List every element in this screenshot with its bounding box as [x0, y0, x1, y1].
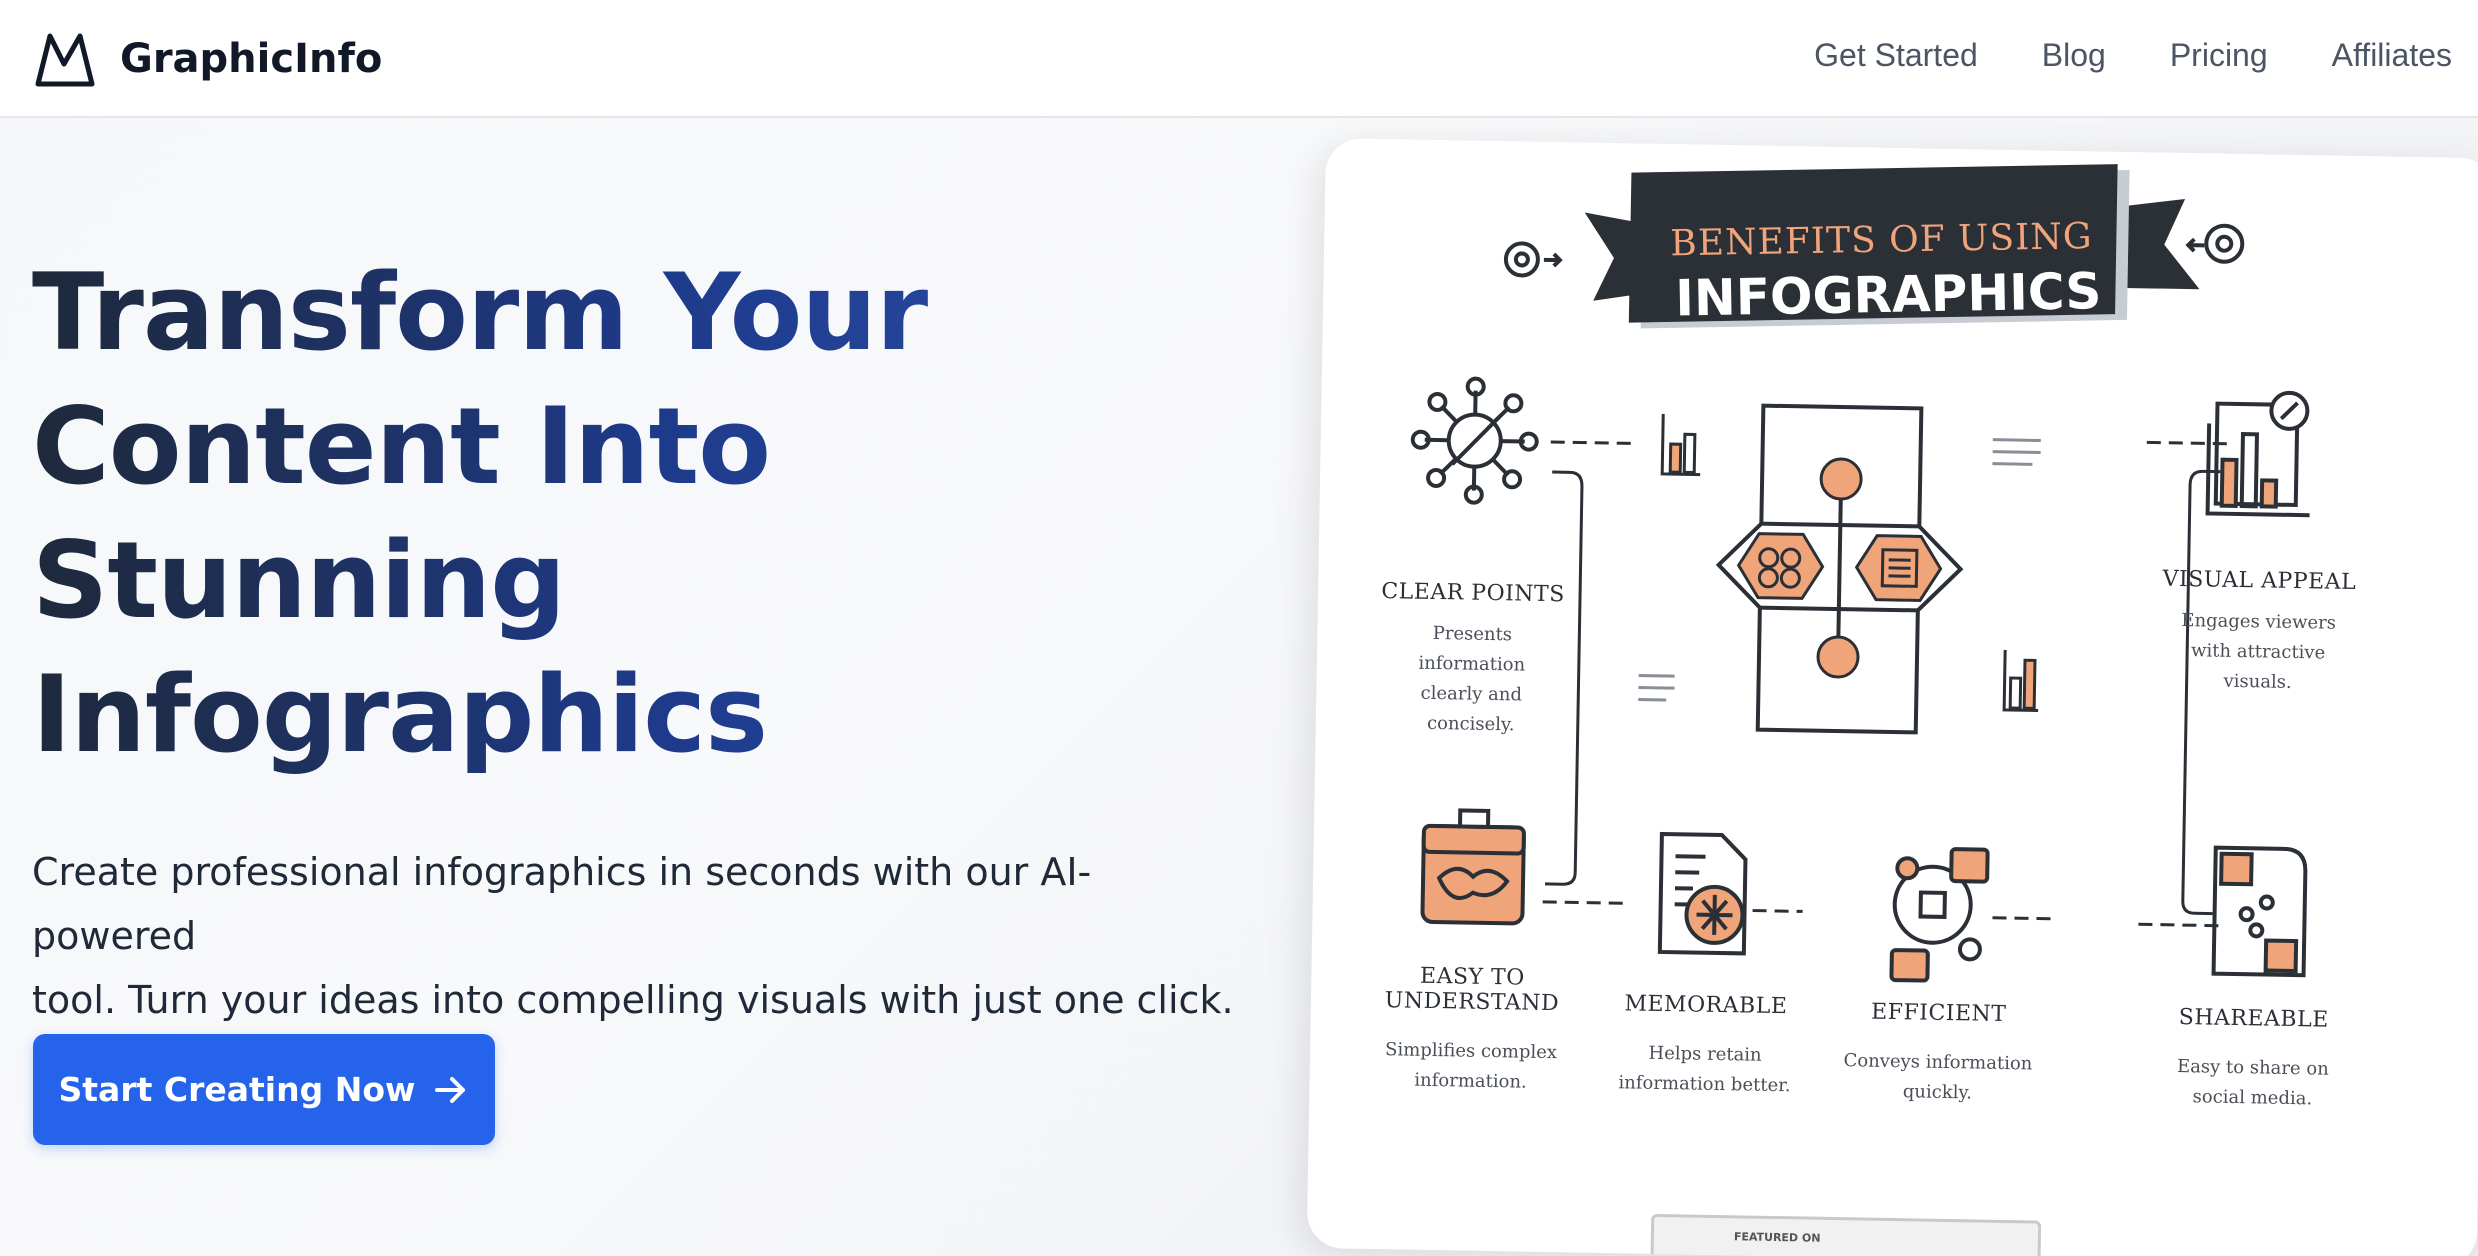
benefit-title: SHAREABLE	[2178, 1005, 2329, 1033]
top-navigation-bar: GraphicInfo Get Started Blog Pricing Aff…	[0, 0, 2478, 118]
benefit-desc-line: information.	[1414, 1069, 1527, 1093]
benefit-title: CLEAR POINTS	[1381, 579, 1566, 608]
infographic-artwork	[1410, 164, 2310, 983]
benefit-desc-line: Presents information	[1418, 622, 1526, 676]
hero-title-line: Stunning	[32, 514, 1172, 648]
benefit-desc-line: Engages viewers	[2181, 610, 2337, 634]
benefit-desc: Simplifies complex information.	[1375, 1035, 1566, 1098]
benefit-desc-line: concisely.	[1426, 712, 1515, 736]
benefit-desc-line: Helps retain	[1648, 1042, 1762, 1066]
brand-logo-link[interactable]: GraphicInfo	[34, 26, 382, 92]
benefit-memorable: MEMORABLE Helps retain information bette…	[1609, 991, 1801, 1101]
benefit-easy-to-understand: EASY TO UNDERSTAND Simplifies complex in…	[1375, 963, 1567, 1098]
brand-name: GraphicInfo	[120, 36, 383, 82]
benefit-desc-line: information better.	[1618, 1072, 1791, 1097]
start-creating-label: Start Creating Now	[58, 1070, 416, 1109]
arrow-right-icon	[435, 1076, 466, 1103]
benefit-desc: Conveys information quickly.	[1837, 1046, 2038, 1109]
mountain-logo-icon	[35, 33, 95, 87]
benefit-desc: Helps retain information better.	[1609, 1038, 1800, 1101]
benefit-visual-appeal: VISUAL APPEAL Engages viewers with attra…	[2152, 567, 2364, 700]
infographic-preview-card: BENEFITS OF USING INFOGRAPHICS CLEAR POI…	[1306, 138, 2478, 1256]
nav-link-pricing[interactable]: Pricing	[2169, 36, 2268, 73]
hero-subtitle-line: Create professional infographics in seco…	[32, 850, 1092, 958]
featured-on-badge[interactable]: FEATURED ON	[1650, 1213, 2042, 1256]
benefit-desc: Engages viewers with attractive visuals.	[2152, 606, 2364, 700]
hero-title-line: Infographics	[32, 648, 1172, 782]
benefit-title-line: EASY TO	[1419, 963, 1525, 991]
infographic-banner-bottom: INFOGRAPHICS	[1674, 262, 2102, 328]
nav-link-blog[interactable]: Blog	[2041, 36, 2106, 73]
benefit-desc-line: clearly and	[1420, 682, 1523, 706]
benefit-desc-line: social media.	[2192, 1086, 2313, 1110]
start-creating-button[interactable]: Start Creating Now	[33, 1034, 495, 1145]
benefit-desc-line: Easy to share on	[2176, 1055, 2329, 1080]
hero-title: Transform Your Content Into Stunning Inf…	[32, 246, 1172, 782]
benefit-desc: Easy to share on social media.	[2157, 1052, 2348, 1115]
nav-links: Get Started Blog Pricing Affiliates	[1750, 30, 2452, 80]
benefit-desc: Presents information clearly and concise…	[1376, 618, 1568, 741]
benefit-efficient: EFFICIENT Conveys information quickly.	[1837, 999, 2039, 1109]
featured-on-label: FEATURED ON	[1733, 1230, 1821, 1245]
hero-subtitle: Create professional infographics in seco…	[32, 840, 1252, 1032]
hero-title-line: Transform Your	[32, 246, 1172, 380]
benefit-title-line: UNDERSTAND	[1384, 988, 1560, 1017]
benefit-desc-line: with attractive	[2190, 640, 2326, 664]
nav-link-get-started[interactable]: Get Started	[1814, 36, 1978, 73]
hero-title-line: Content Into	[32, 380, 1172, 514]
benefit-shareable: SHAREABLE Easy to share on social media.	[2157, 1005, 2349, 1115]
benefit-desc-line: visuals.	[2223, 670, 2292, 693]
benefit-title: EASY TO UNDERSTAND	[1377, 963, 1568, 1016]
benefit-desc-line: quickly.	[1902, 1081, 1973, 1104]
infographic-image: BENEFITS OF USING INFOGRAPHICS CLEAR POI…	[1307, 138, 2478, 1256]
benefit-desc-line: Simplifies complex	[1384, 1039, 1558, 1064]
benefit-desc-line: Conveys information	[1843, 1050, 2033, 1075]
hero-subtitle-line: tool. Turn your ideas into compelling vi…	[32, 978, 1234, 1022]
benefit-clear-points: CLEAR POINTS Presents information clearl…	[1376, 579, 1569, 741]
benefit-title: VISUAL APPEAL	[2162, 566, 2357, 596]
benefit-title: MEMORABLE	[1624, 991, 1788, 1020]
nav-link-affiliates[interactable]: Affiliates	[2331, 36, 2452, 73]
infographic-banner-top: BENEFITS OF USING	[1669, 216, 2093, 265]
benefit-title: EFFICIENT	[1870, 999, 2007, 1028]
